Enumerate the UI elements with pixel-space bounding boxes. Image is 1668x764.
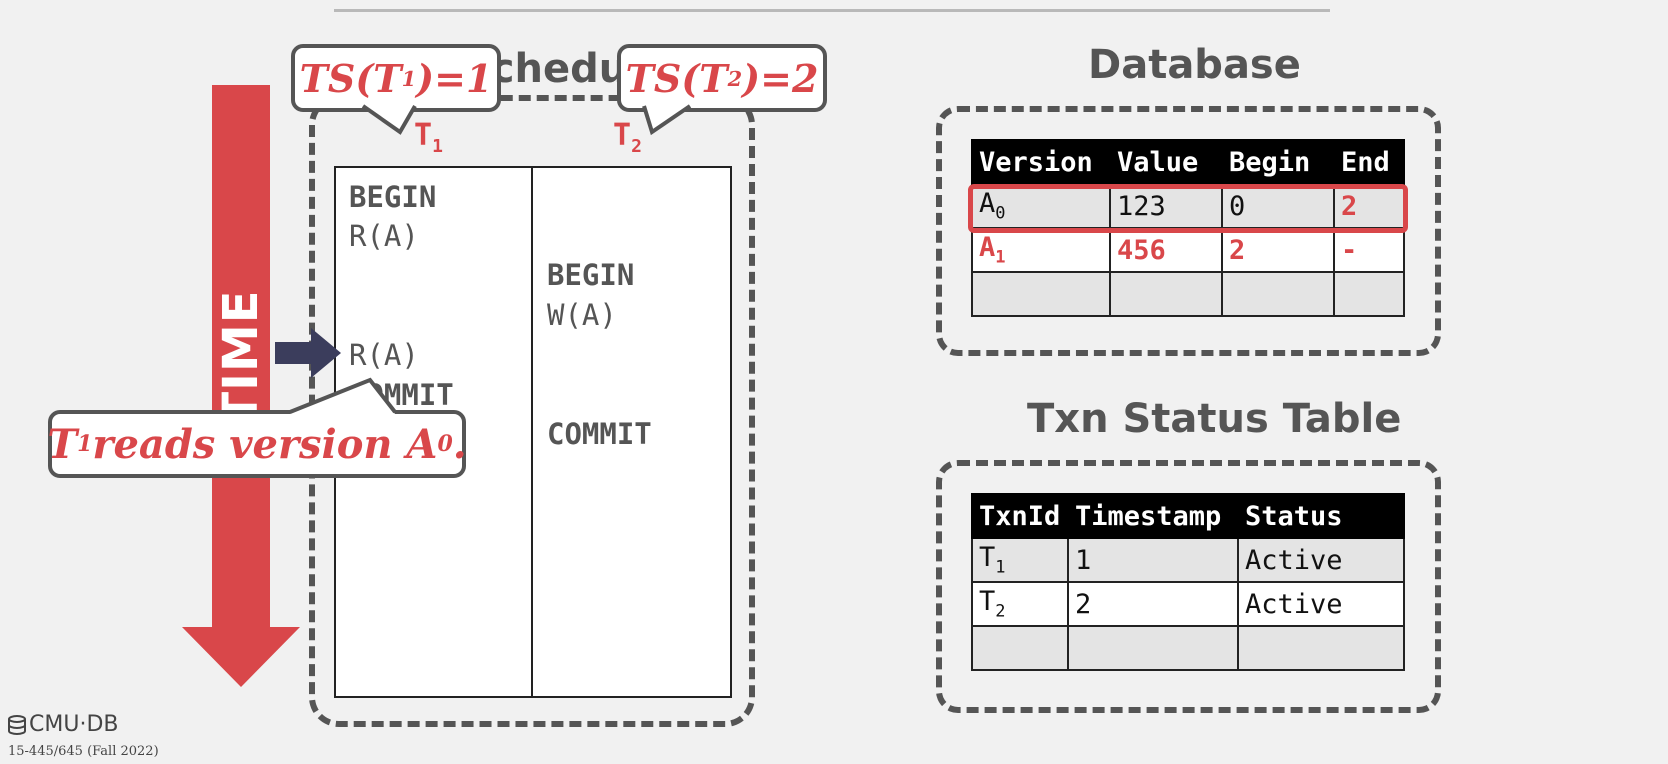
t1-op-begin: BEGIN (349, 180, 437, 214)
t1-op-read: R(A) (349, 338, 419, 372)
current-step-arrow-body (275, 342, 313, 364)
table-row: T1 1 Active (971, 537, 1405, 583)
timestamp-cell: 1 (1067, 537, 1239, 583)
ts-t1-callout-tail (361, 104, 417, 135)
table-row: T2 2 Active (971, 581, 1405, 627)
time-arrow-head (182, 627, 300, 687)
ts-t2-callout-tail (642, 104, 692, 136)
txn-status-title: Txn Status Table (1027, 396, 1402, 442)
database-dashed-box (936, 106, 1441, 356)
t2-op-commit: COMMIT (547, 417, 652, 451)
table-row-empty (971, 271, 1405, 317)
t2-column-header: T2 (613, 118, 642, 157)
begin-cell: 2 (1221, 227, 1335, 273)
txn-status-table: TxnId Timestamp Status T1 1 Active T2 2 … (971, 493, 1405, 671)
table-header-row: Version Value Begin End (971, 139, 1405, 185)
top-divider-line (334, 9, 1330, 12)
column-header-end: End (1333, 139, 1405, 185)
column-header-version: Version (971, 139, 1111, 185)
table-header-row: TxnId Timestamp Status (971, 493, 1405, 539)
schedule-column-divider (531, 166, 533, 698)
course-label: 15-445/645 (Fall 2022) (8, 744, 159, 759)
timestamp-cell: 2 (1067, 581, 1239, 627)
t1-column-header: T1 (414, 118, 443, 157)
table-row-empty (971, 625, 1405, 671)
column-header-txnid: TxnId (971, 493, 1069, 539)
t2-op-begin: BEGIN (547, 258, 635, 292)
time-arrow-shaft (212, 85, 270, 630)
current-step-arrow-icon (311, 328, 341, 378)
txn-status-dashed-box (936, 460, 1441, 713)
database-icon (8, 714, 26, 735)
version-cell: A0 (971, 183, 1111, 229)
table-row: A1 456 2 - (971, 227, 1405, 273)
column-header-status: Status (1237, 493, 1405, 539)
txnid-cell: T2 (971, 581, 1069, 627)
version-cell: A1 (971, 227, 1111, 273)
status-cell: Active (1237, 581, 1405, 627)
database-table: Version Value Begin End A0 123 0 2 A1 45… (971, 139, 1405, 317)
column-header-timestamp: Timestamp (1067, 493, 1239, 539)
status-cell: Active (1237, 537, 1405, 583)
value-cell: 456 (1109, 227, 1223, 273)
cmu-db-logo: CMU·DB (8, 712, 118, 737)
t1-op-read: R(A) (349, 219, 419, 253)
database-title: Database (1088, 42, 1301, 88)
column-header-value: Value (1109, 139, 1223, 185)
column-header-begin: Begin (1221, 139, 1335, 185)
end-cell: 2 (1333, 183, 1405, 229)
time-label: TIME (213, 289, 269, 425)
reads-version-callout-tail (289, 377, 397, 414)
end-cell: - (1333, 227, 1405, 273)
row-highlight (968, 184, 1408, 233)
begin-cell: 0 (1221, 183, 1335, 229)
txnid-cell: T1 (971, 537, 1069, 583)
t2-op-write: W(A) (547, 298, 617, 332)
